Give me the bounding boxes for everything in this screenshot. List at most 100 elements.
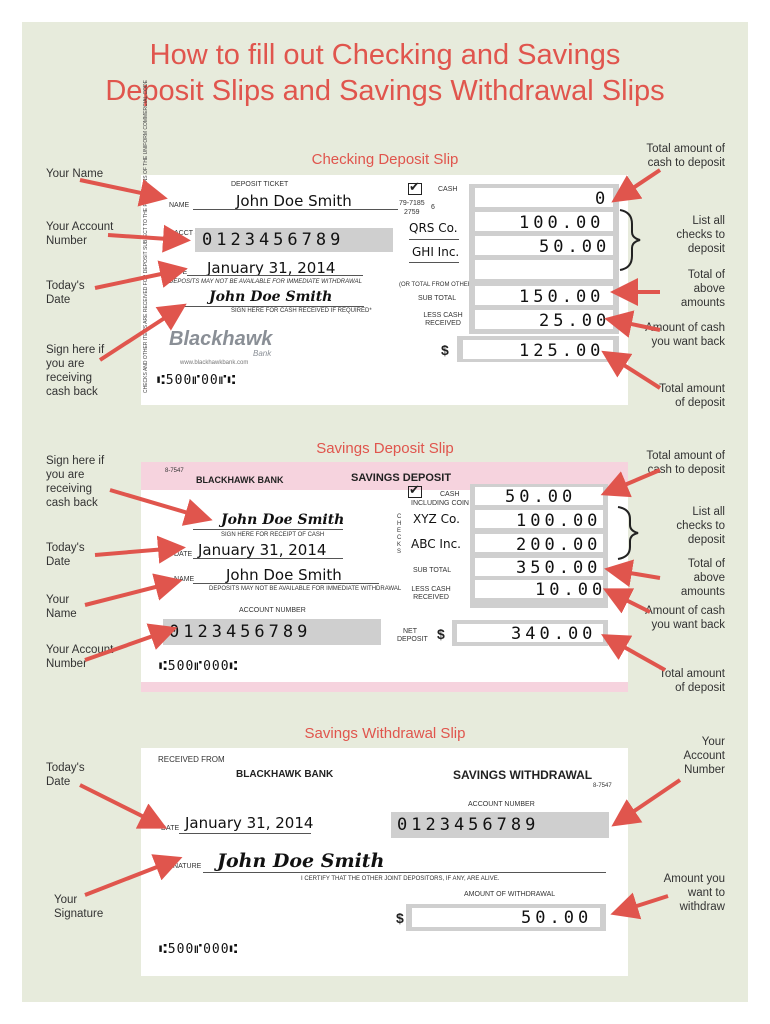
less-cash-amount: 25.00 xyxy=(539,311,611,331)
savings-check-mark-icon: ✔ xyxy=(409,482,420,497)
arrow-icon xyxy=(601,350,662,390)
savings-cash-amount: 50.00 xyxy=(505,487,577,507)
arrow-icon xyxy=(600,468,661,498)
savings-subtotal: 350.00 xyxy=(516,558,602,578)
arrow-icon xyxy=(602,588,651,614)
savings-signature-line xyxy=(193,529,343,530)
sign-note: SIGN HERE FOR CASH RECEIVED IF REQUIRED* xyxy=(231,308,372,314)
arrow-icon xyxy=(79,178,168,207)
callout-todays-date: Today's Date xyxy=(46,280,85,306)
savings-acct: 0123456789 xyxy=(169,622,312,642)
savings-micr: ⑆500⑈000⑆ xyxy=(159,659,239,674)
withdrawal-date: January 31, 2014 xyxy=(185,814,314,832)
callout-cash-total: Total amount of cash to deposit xyxy=(646,143,725,169)
savings-callout-checks: List all checks to deposit xyxy=(676,506,725,546)
savings-acct-label: ACCOUNT NUMBER xyxy=(239,607,306,614)
savings-deposits-note: DEPOSITS MAY NOT BE AVAILABLE FOR IMMEDI… xyxy=(209,586,402,592)
savings-withdrawal-slip: RECEIVED FROM BLACKHAWK BANK SAVINGS WIT… xyxy=(141,748,628,976)
withdrawal-acct-label: ACCOUNT NUMBER xyxy=(468,801,535,808)
savings-heading: Savings Deposit Slip xyxy=(316,440,454,457)
name-value: John Doe Smith xyxy=(236,192,352,210)
amount-column xyxy=(469,184,619,334)
savings-signature: John Doe Smith xyxy=(221,512,345,528)
total-dollar-sign: $ xyxy=(441,342,449,358)
savings-cash-checkbox xyxy=(408,486,422,498)
arrow-icon xyxy=(94,260,188,290)
withdrawal-signature: John Doe Smith xyxy=(217,850,385,872)
arrow-icon xyxy=(84,854,183,897)
savings-callout-name: Your Name xyxy=(46,594,77,620)
cash-label: CASH xyxy=(438,186,458,193)
subtotal-amount: 150.00 xyxy=(519,287,605,307)
checks-brace-icon xyxy=(619,209,641,271)
date-line xyxy=(187,275,363,276)
check1-name: QRS Co. xyxy=(409,221,458,235)
checking-heading: Checking Deposit Slip xyxy=(311,151,459,168)
savings-bank: BLACKHAWK BANK xyxy=(196,475,284,485)
savings-name-label: NAME xyxy=(174,576,195,583)
withdrawal-date-label: DATE xyxy=(161,825,180,832)
date-value: January 31, 2014 xyxy=(207,259,336,277)
savings-net-amount: 340.00 xyxy=(511,624,597,644)
checking-deposit-slip: CHECKS AND OTHER ITEMS ARE RECEIVED FOR … xyxy=(141,80,628,405)
callout-your-name: Your Name xyxy=(46,168,104,180)
signature-line xyxy=(169,306,364,307)
less-cash-label: LESS CASH RECEIVED xyxy=(423,312,463,327)
savings-callout-cash: Total amount of cash to deposit xyxy=(646,450,725,476)
callout-deposit-total: Total amount of deposit xyxy=(659,383,725,409)
savings-name-line xyxy=(193,583,379,584)
name-line xyxy=(193,209,398,210)
withdrawal-acct: 0123456789 xyxy=(397,815,540,835)
signature-value: John Doe Smith xyxy=(209,289,333,305)
savings-check1: XYZ Co. xyxy=(413,512,460,526)
check2-amount: 50.00 xyxy=(539,237,611,257)
withdrawal-heading: Savings Withdrawal Slip xyxy=(304,725,466,742)
check2-line xyxy=(409,262,459,263)
page-title-line2: Deposit Slips and Savings Withdrawal Sli… xyxy=(105,75,665,107)
withdrawal-bank: BLACKHAWK BANK xyxy=(236,769,334,780)
savings-date: January 31, 2014 xyxy=(198,541,327,559)
withdrawal-amount-label: AMOUNT OF WITHDRAWAL xyxy=(464,891,556,898)
savings-callout-above: Total of above amounts xyxy=(680,558,725,598)
savings-name: John Doe Smith xyxy=(226,566,342,584)
name-label: NAME xyxy=(169,202,190,209)
withdrawal-title: SAVINGS WITHDRAWAL xyxy=(453,768,593,782)
withdrawal-code: 8-7547 xyxy=(593,783,612,789)
deposit-ticket-label: DEPOSIT TICKET xyxy=(231,181,289,188)
bank-logo-sub: Bank xyxy=(253,349,272,358)
subtotal-label: SUB TOTAL xyxy=(418,295,457,302)
savings-acct-box xyxy=(163,619,381,645)
savings-subtotal-label: SUB TOTAL xyxy=(413,567,452,574)
savings-coin-label: INCLUDING COIN xyxy=(411,500,469,507)
arrow-icon xyxy=(79,783,168,829)
page-title-line1: How to fill out Checking and Savings xyxy=(149,39,621,71)
withdrawal-callout-signature: Your Signature xyxy=(54,894,104,920)
withdrawal-callout-date: Today's Date xyxy=(46,762,85,788)
routing-suffix: 6 xyxy=(431,204,435,211)
savings-checks-vertical: CHECKS xyxy=(397,514,402,555)
savings-less-cash-label: LESS CASH RECEIVED xyxy=(411,586,451,601)
savings-callout-sign: Sign here if you are receiving cash back xyxy=(46,455,105,509)
total-amount: 125.00 xyxy=(519,341,605,361)
withdrawal-certify: I CERTIFY THAT THE OTHER JOINT DEPOSITOR… xyxy=(301,876,500,882)
arrow-icon xyxy=(98,303,187,362)
savings-cash-label: CASH xyxy=(440,491,460,498)
arrow-icon xyxy=(604,559,661,588)
callout-total-above: Total of above amounts xyxy=(680,269,725,309)
arrow-icon xyxy=(84,573,183,607)
savings-checks-brace-icon xyxy=(617,506,639,560)
deposits-note: DEPOSITS MAY NOT BE AVAILABLE FOR IMMEDI… xyxy=(169,279,362,285)
arrow-icon xyxy=(601,634,666,672)
savings-code: 8-7547 xyxy=(165,468,184,474)
arrow-icon xyxy=(611,168,662,203)
savings-callout-account: Your Account Number xyxy=(46,644,114,670)
withdrawal-received: RECEIVED FROM xyxy=(158,755,225,764)
check1-line xyxy=(409,239,459,240)
savings-check1-amount: 100.00 xyxy=(516,511,602,531)
withdrawal-micr: ⑆500⑈000⑆ xyxy=(159,942,239,957)
savings-less-cash: 10.00 xyxy=(535,580,607,600)
callout-sign-here: Sign here if you are receiving cash back xyxy=(46,344,105,398)
callout-your-account: Your Account Number xyxy=(46,221,114,247)
savings-callout-total: Total amount of deposit xyxy=(659,668,725,694)
